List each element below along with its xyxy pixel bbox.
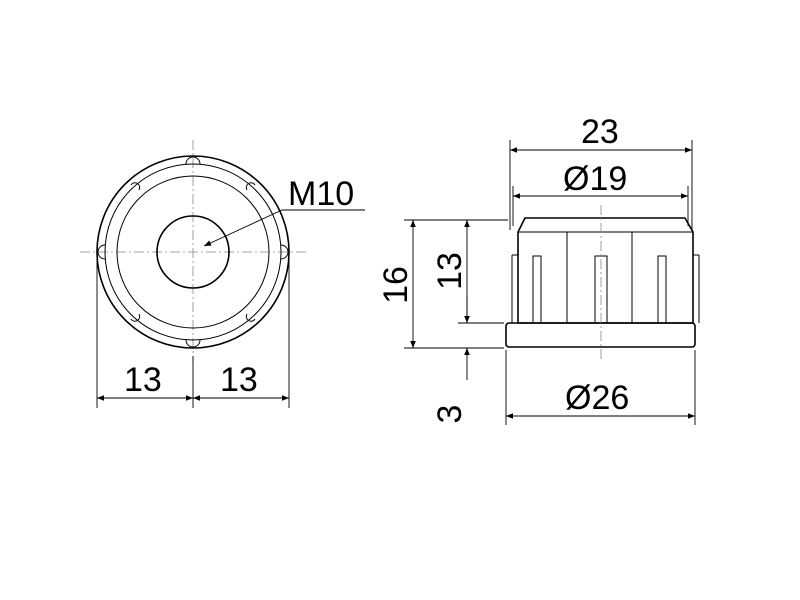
base-diameter-label: Ø26: [565, 379, 629, 417]
total-height-label: 16: [377, 266, 415, 304]
thread-label: M10: [288, 175, 354, 213]
side-view: 23 Ø19 Ø26 16 13 3: [377, 113, 700, 425]
body-height-label: 13: [431, 252, 469, 290]
right-half-width-label: 13: [220, 361, 258, 399]
base-flange: [505, 322, 696, 348]
cap-diameter-label: Ø19: [563, 160, 627, 198]
cap-body: [517, 217, 694, 324]
top-view: M10 13 13: [80, 140, 365, 408]
slot-marks: [532, 232, 667, 324]
base-height-label: 3: [431, 405, 469, 424]
rib-marks: [97, 156, 289, 348]
left-half-width-label: 13: [124, 361, 162, 399]
top-width-label: 23: [581, 113, 619, 151]
